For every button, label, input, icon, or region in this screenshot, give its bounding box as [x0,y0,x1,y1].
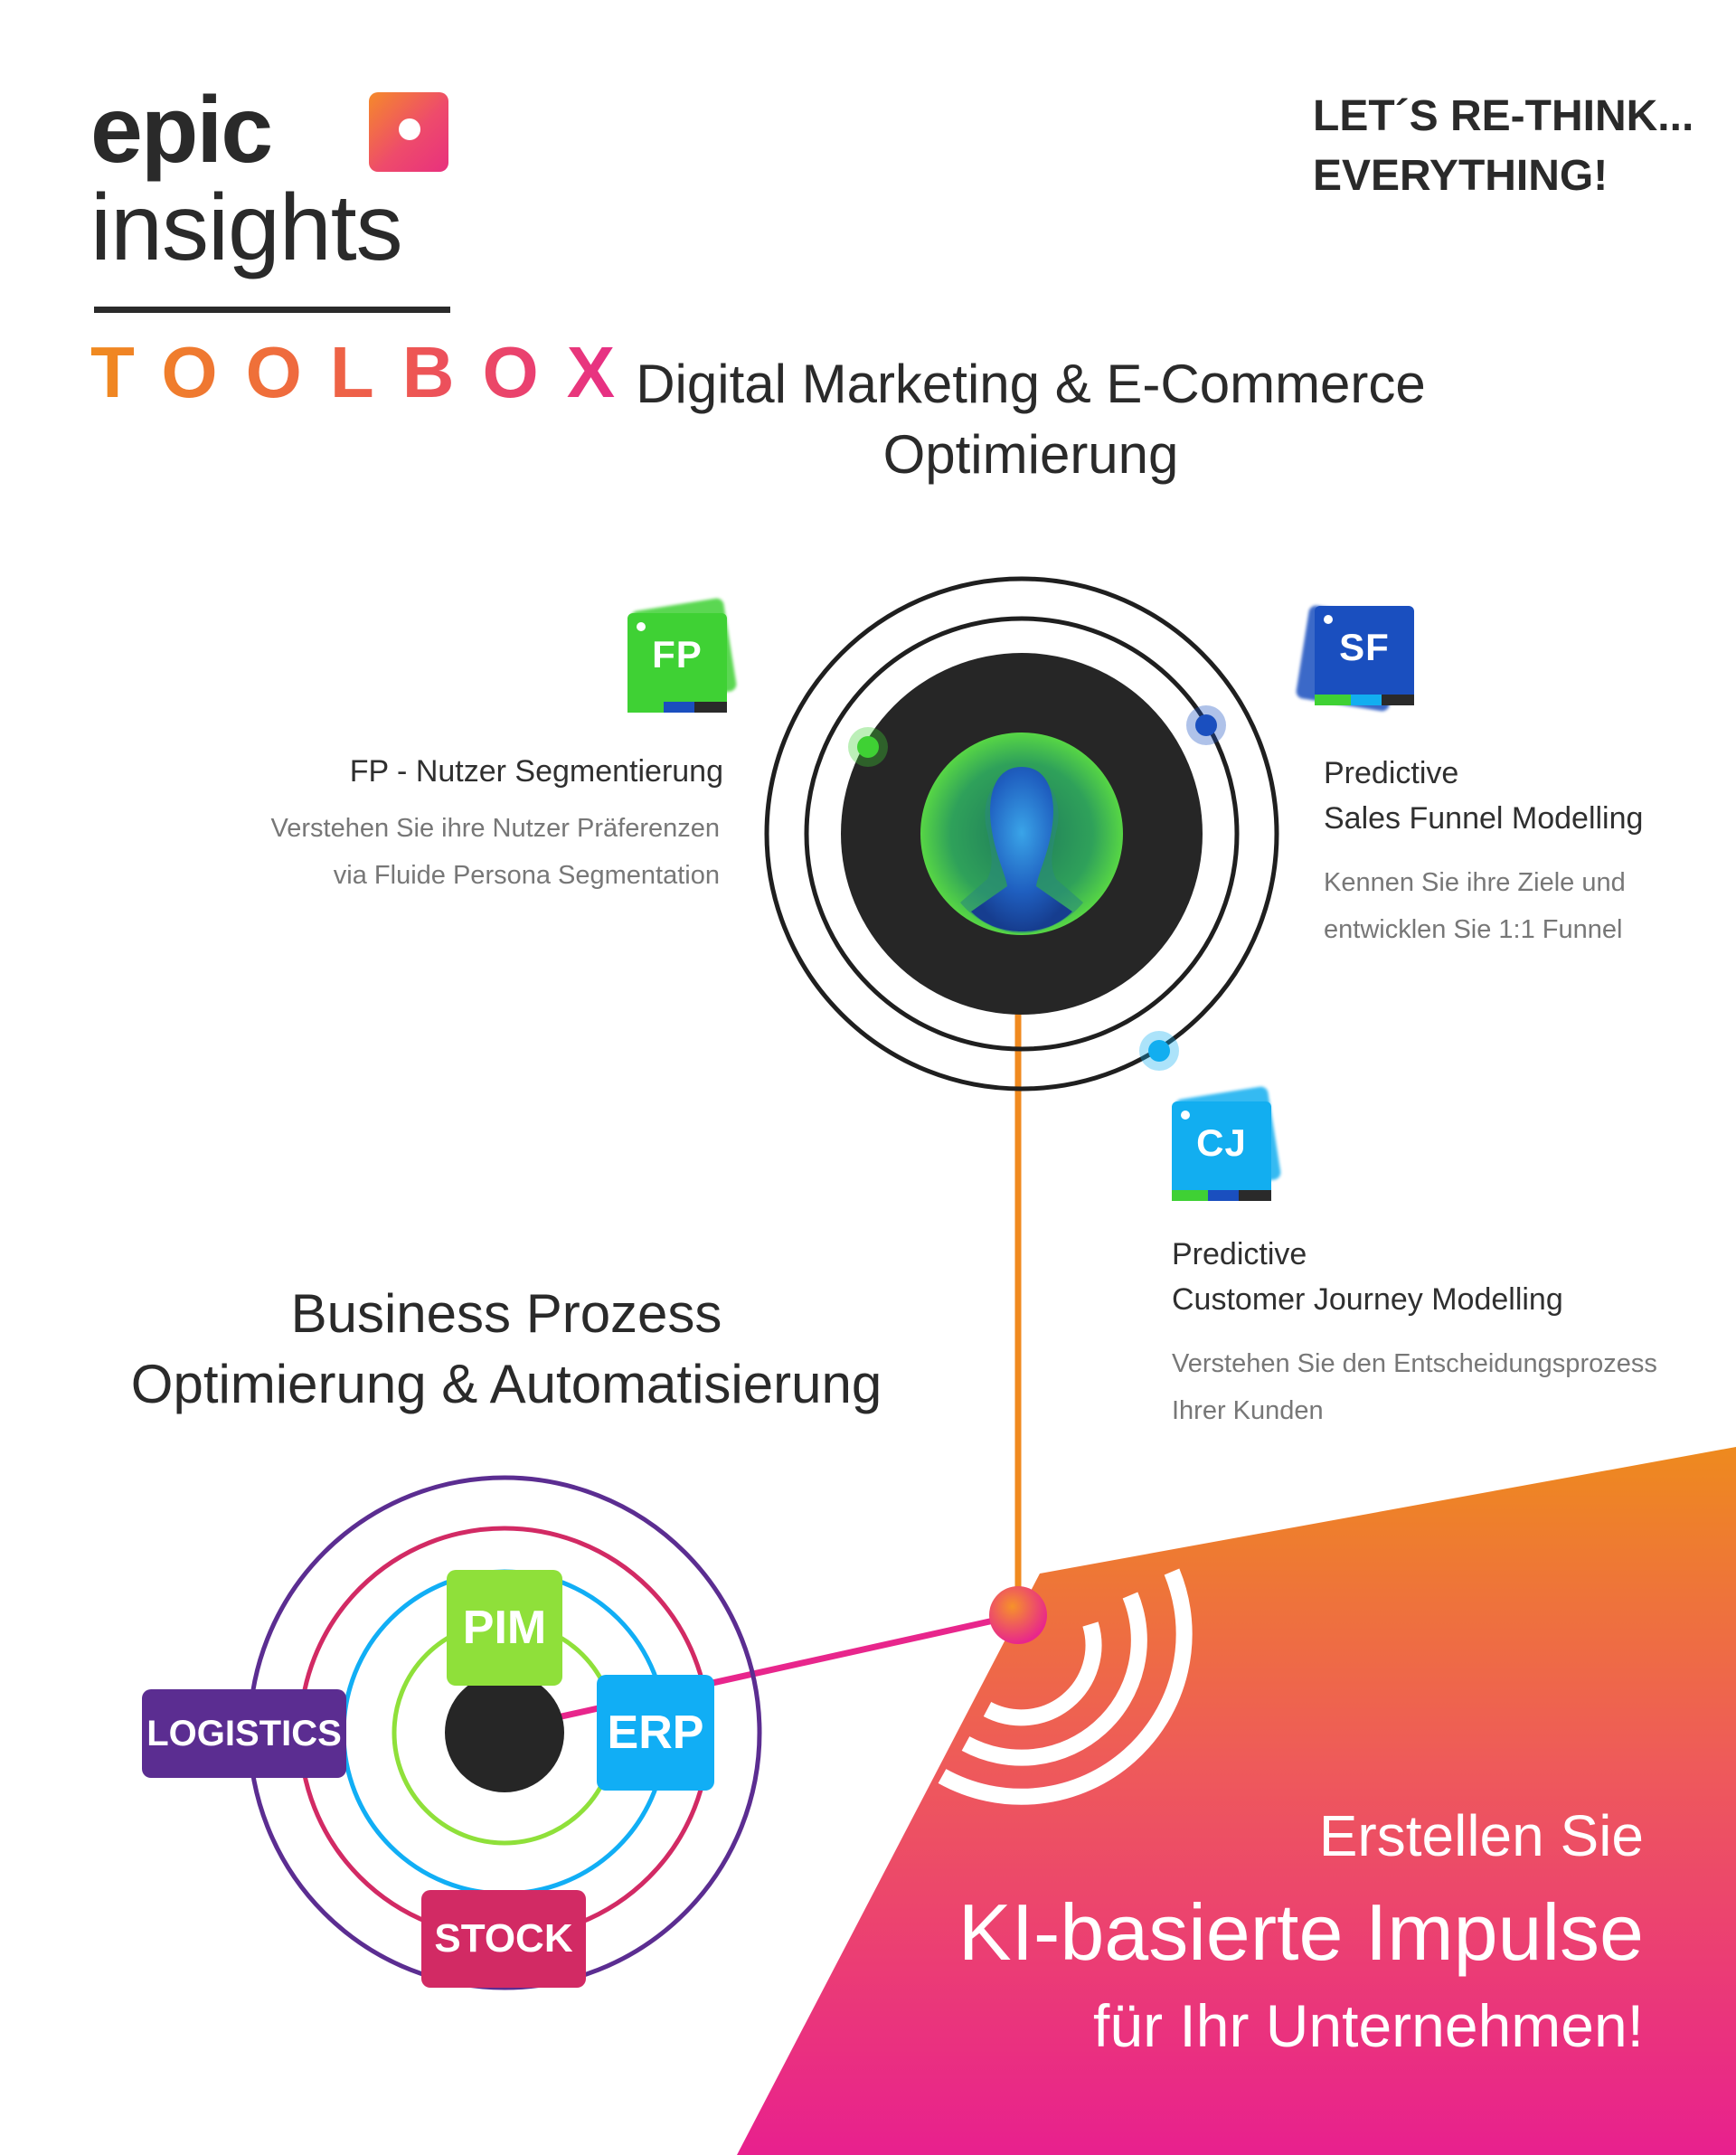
cta-line-3: für Ihr Unternehmen! [1093,1992,1644,2059]
diagonal-connector [504,1612,1019,1733]
cta-background [737,1447,1736,2155]
tagline: LET´S RE-THINK... EVERYTHING! [1313,92,1694,200]
sf-tile-label: SF [1339,626,1390,668]
logo-insights: insights [90,175,403,280]
business-process-heading: Business Prozess Optimierung & Automatis… [130,1283,882,1414]
cta-line-2: KI-basierte Impulse [958,1887,1644,1977]
outer-orbit [764,576,1279,1092]
inner-orbit [804,616,1240,1052]
cj-orbit-dot [1139,1031,1179,1071]
fp-tile-icon: FP [627,597,738,713]
fp-tile-label: FP [652,633,703,676]
stock-tag: STOCK [421,1890,586,1988]
sf-tile-icon: SF [1295,604,1414,713]
sf-orbit-dot [1186,705,1226,745]
cta-line-1: Erstellen Sie [1318,1803,1644,1868]
logo-mark-icon [369,92,448,172]
fp-description: Verstehen Sie ihre Nutzer Präferenzen vi… [270,814,721,890]
signal-arcs [938,1568,1193,1805]
digital-marketing-heading: Digital Marketing & E-Commerce Optimieru… [636,354,1426,485]
cj-tile-icon: CJ [1172,1085,1282,1201]
fp-title: FP - Nutzer Segmentierung [349,754,723,789]
fp-orbit-dot [848,727,888,767]
persona-head-icon [960,767,1083,933]
logo-epic: epic [90,78,273,183]
erp-tag: ERP [597,1675,714,1791]
junction-node [989,1586,1047,1644]
cj-description: Verstehen Sie den Entscheidungsprozess I… [1172,1349,1657,1425]
sf-title: Predictive Sales Funnel Modelling [1324,756,1644,836]
logo-toolbox: TOOLBOX [90,332,644,412]
logistics-tag: LOGISTICS [142,1689,346,1778]
cj-title: Predictive Customer Journey Modelling [1172,1237,1563,1317]
business-core [445,1673,564,1792]
cj-tile-label: CJ [1196,1121,1247,1164]
logo-divider [94,307,450,313]
pim-tag: PIM [447,1570,562,1686]
sf-description: Kennen Sie ihre Ziele und entwicklen Sie… [1324,868,1626,944]
